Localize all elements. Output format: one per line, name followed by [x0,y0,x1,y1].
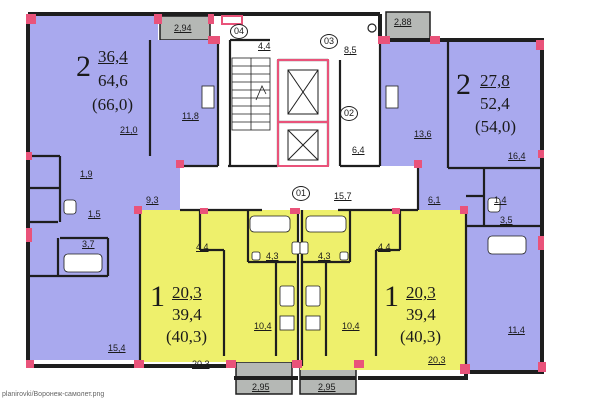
area-15-4: 15,4 [108,343,126,353]
area-8-5: 8,5 [344,45,357,55]
source-note: planirovki/Воронеж-самолет.png [2,391,105,398]
apt-right1-rooms: 1 [384,280,399,313]
area-balcony-bottom-right: 2,95 [318,382,336,392]
common-room-03: 03 [320,34,339,49]
shaft-circle-icon [367,23,377,33]
sanitary-fixtures [63,85,527,331]
common-room-04: 04 [230,24,249,39]
area-6-4: 6,4 [352,145,365,155]
common-room-02: 02 [340,106,359,121]
common-room-01: 01 [292,186,311,201]
apt-left2-total-balcony: (66,0) [92,95,134,114]
apartment-1room-left [140,210,298,362]
area-balcony-bottom-left: 2,95 [252,382,270,392]
area-3-5: 3,5 [500,215,513,225]
area-4-4-left: 4,4 [196,242,209,252]
area-9-3: 9,3 [146,195,159,205]
area-21-0: 21,0 [120,125,138,135]
outer-walls [26,12,544,380]
area-1-5: 1,5 [88,209,101,219]
apt-left2-living: 36,4 [98,47,128,66]
elevator-shafts [287,69,319,161]
area-4-3-right: 4,3 [318,251,331,261]
apt-left1-total: 39,4 [172,305,202,324]
area-1-4: 1,4 [494,195,507,205]
shaft-outline [221,15,329,167]
area-3-7: 3,7 [82,239,95,249]
apt-right2-total: 52,4 [480,94,510,113]
structural-columns [26,14,546,374]
area-balcony-top-right: 2,88 [394,17,412,27]
area-11-4: 11,4 [508,325,525,335]
apartment-2room-left [30,16,218,360]
balcony-top-left [159,15,211,41]
area-11-8: 11,8 [182,111,199,121]
apt-right2-rooms: 2 [456,68,471,101]
apt-left1-living: 20,3 [172,283,202,302]
staircase [231,57,271,131]
area-1-9: 1,9 [80,169,93,179]
area-10-4-left: 10,4 [254,321,272,331]
apt-right1-total-balcony: (40,3) [400,327,442,346]
apt-left1-rooms: 1 [150,280,165,313]
area-balcony-top-left: 2,94 [174,23,192,33]
apt-right1-living: 20,3 [406,283,436,302]
area-6-1: 6,1 [428,195,441,205]
area-20-3-left: 20,3 [192,359,210,369]
apt-left2-rooms: 2 [76,50,91,83]
apartment-2room-right [380,40,540,370]
area-15-7: 15,7 [334,191,352,201]
area-16-4: 16,4 [508,151,526,161]
apt-left1-total-balcony: (40,3) [166,327,208,346]
balcony-top-right [385,11,431,41]
area-13-6: 13,6 [414,129,432,139]
apartment-1room-right [300,210,466,370]
apt-left2-total: 64,6 [98,71,128,90]
apt-right1-total: 39,4 [406,305,436,324]
apt-right2-total-balcony: (54,0) [475,117,517,136]
apt-right2-living: 27,8 [480,71,510,90]
area-4-3-left: 4,3 [266,251,279,261]
area-10-4-right: 10,4 [342,321,360,331]
area-20-3-right: 20,3 [428,355,446,365]
area-4-4-right: 4,4 [378,242,391,252]
area-4-4-top: 4,4 [258,41,271,51]
